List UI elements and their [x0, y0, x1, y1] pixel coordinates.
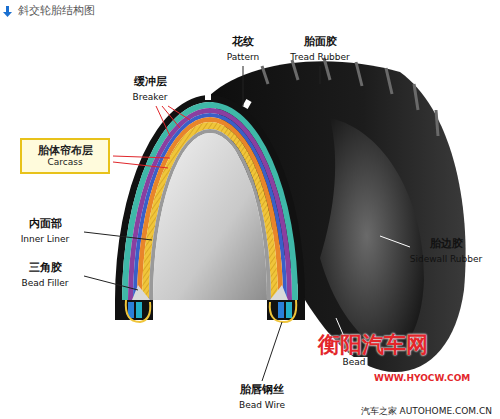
callout-box: 胎体帘布层Carcass — [20, 138, 110, 174]
part-name: 三角胶 — [29, 262, 62, 275]
part-name: 胎边胶 — [430, 238, 463, 251]
part-name: Carcass — [47, 157, 82, 168]
sidewall — [320, 118, 424, 354]
watermark: 汽车之家 AUTOHOME.COM.CN — [361, 406, 492, 416]
part-name: Bead Wire — [239, 400, 285, 410]
part-name: Inner Liner — [21, 234, 70, 244]
part-name: Tread Rubber — [290, 52, 350, 62]
part-name: 内面部 — [29, 218, 62, 231]
part-name: 胎唇钢丝 — [240, 384, 284, 397]
bead-right — [267, 285, 305, 322]
title-arrow-icon — [3, 6, 12, 17]
part-name: Pattern — [227, 52, 259, 62]
tire-cross-section — [115, 93, 305, 300]
part-name: Sidewall Rubber — [410, 254, 482, 264]
part-name: 花纹 — [232, 36, 254, 49]
part-name: 缓冲层 — [134, 76, 167, 89]
part-name: Breaker — [133, 92, 168, 102]
bead-left — [115, 285, 153, 322]
part-name: 胎体帘布层 — [38, 144, 93, 157]
tread-pattern — [262, 58, 438, 136]
watermark: 衡阳汽车网 — [318, 332, 428, 357]
diagram-title: 斜交轮胎结构图 — [18, 5, 95, 18]
part-name: 胎面胶 — [304, 36, 337, 49]
part-name: Bead Filler — [21, 278, 68, 288]
part-name: Bead — [341, 357, 368, 367]
watermark: WWW.HYOCW.COM — [372, 373, 472, 383]
